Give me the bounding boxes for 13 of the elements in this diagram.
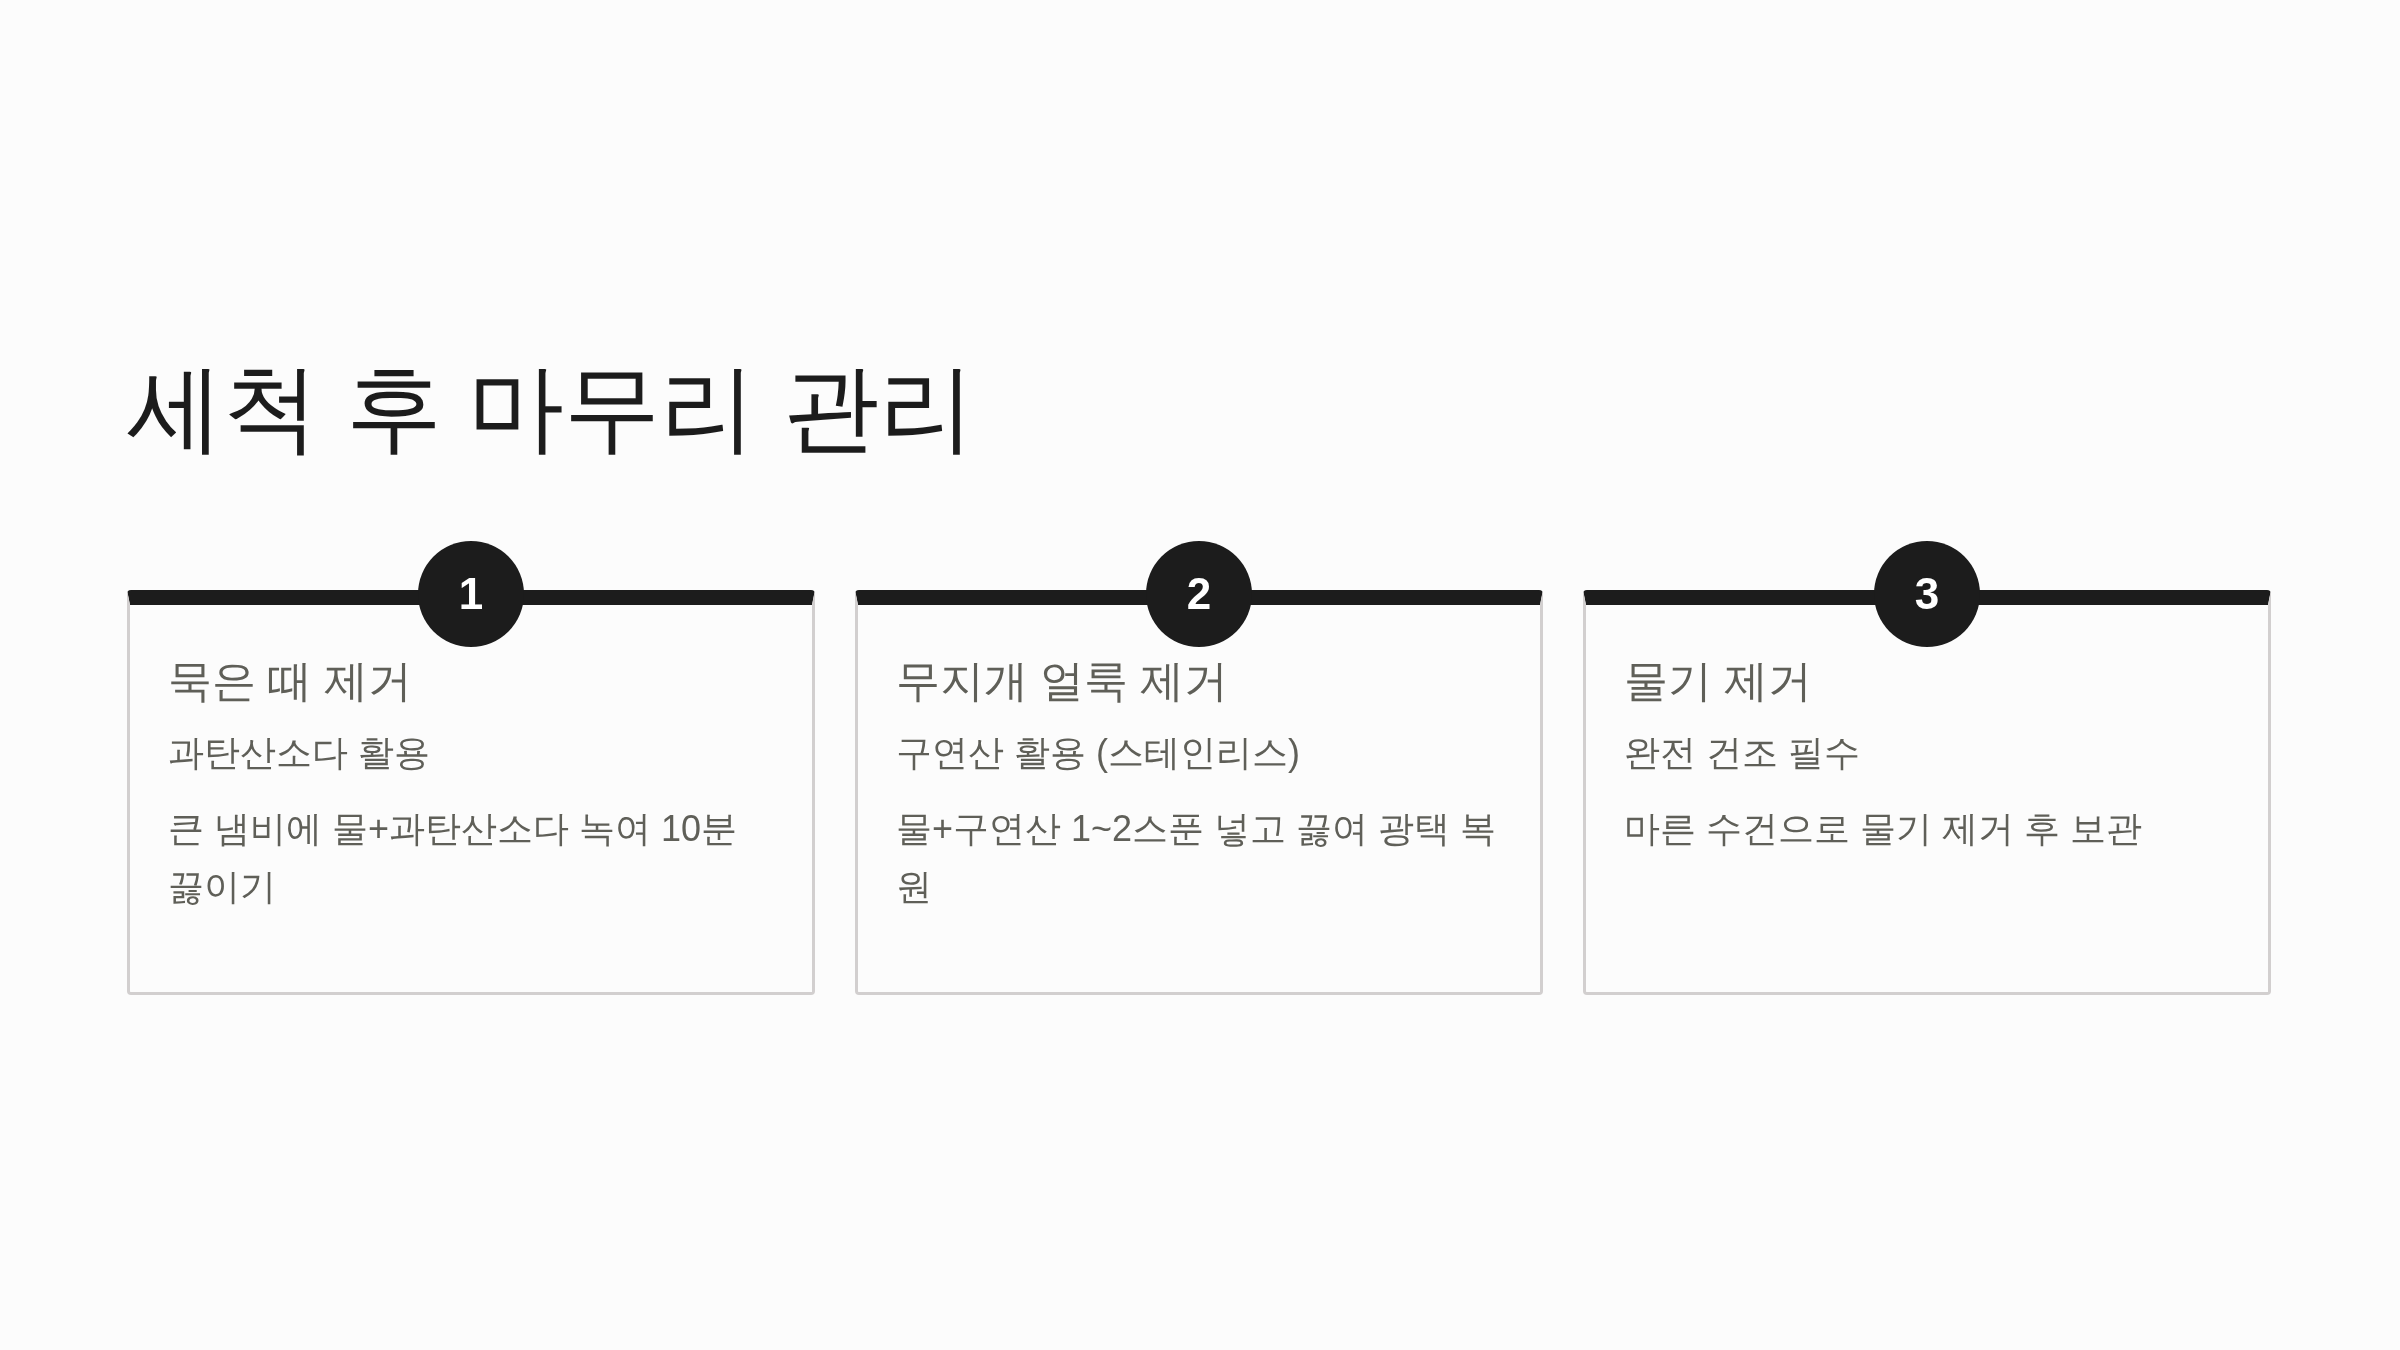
card-description: 큰 냄비에 물+과탄산소다 녹여 10분 끓이기	[168, 807, 739, 909]
step-number-circle: 2	[1146, 541, 1252, 647]
card-subtitle: 구연산 활용 (스테인리스)	[896, 731, 1301, 775]
card-heading: 무지개 얼룩 제거	[896, 655, 1230, 707]
card-heading: 물기 제거	[1624, 655, 1814, 707]
card-subtitle: 과탄산소다 활용	[168, 731, 431, 775]
card-description: 마른 수건으로 물기 제거 후 보관	[1624, 807, 2143, 851]
step-number-circle: 3	[1874, 541, 1980, 647]
card-heading: 묵은 때 제거	[168, 655, 414, 707]
step-number-circle: 1	[418, 541, 524, 647]
card-subtitle: 완전 건조 필수	[1624, 731, 1861, 775]
card-description: 물+구연산 1~2스푼 넣고 끓여 광택 복원	[896, 807, 1498, 909]
slide-title: 세척 후 마무리 관리	[127, 353, 975, 463]
